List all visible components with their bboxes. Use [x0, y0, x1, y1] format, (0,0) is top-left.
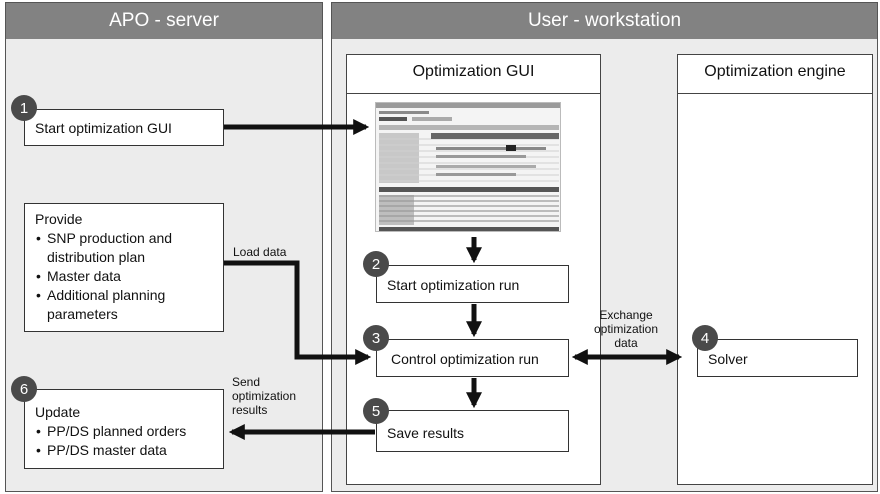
control-optimization-run-label: Control optimization run [391, 351, 539, 367]
save-results-label: Save results [387, 425, 465, 441]
update-list: PP/DS planned orders PP/DS master data [35, 422, 217, 460]
control-optimization-run-box: Control optimization run [376, 339, 569, 377]
step-badge-3: 3 [363, 325, 389, 351]
optimization-gui-title: Optimization GUI [412, 63, 535, 80]
step-badge-4: 4 [692, 325, 718, 351]
start-optimization-run-label: Start optimization run [387, 277, 520, 293]
solver-box: Solver [697, 339, 858, 377]
provide-item: SNP production and distribution plan [35, 229, 217, 267]
exchange-label-line: optimization [593, 322, 659, 336]
optimization-engine-title: Optimization engine [704, 63, 846, 80]
start-optimization-gui-label: Start optimization GUI [35, 120, 172, 136]
update-item: PP/DS master data [35, 441, 217, 460]
load-data-label: Load data [233, 245, 287, 259]
apo-server-header: APO - server [6, 3, 322, 39]
update-title: Update [35, 404, 81, 420]
step-badge-5: 5 [363, 398, 389, 424]
user-workstation-header: User - workstation [332, 3, 877, 39]
solver-label: Solver [708, 351, 748, 367]
arrow-load-data [224, 260, 372, 366]
update-box: Update PP/DS planned orders PP/DS master… [24, 389, 224, 469]
provide-list: SNP production and distribution plan Mas… [35, 229, 217, 324]
provide-box: Provide SNP production and distribution … [24, 203, 224, 332]
send-results-label: Send optimization results [232, 375, 296, 417]
exchange-label-line: data [614, 336, 638, 350]
optimization-engine-column: Optimization engine [677, 54, 873, 485]
gui-screenshot-image [376, 103, 560, 231]
send-label-line: results [232, 403, 268, 417]
column-divider [678, 93, 872, 94]
provide-item: Additional planning parameters [35, 286, 217, 324]
step-badge-6: 6 [11, 376, 37, 402]
provide-title: Provide [35, 211, 83, 227]
provide-item: Master data [35, 267, 217, 286]
start-optimization-run-box: Start optimization run [376, 265, 569, 303]
step-badge-2: 2 [363, 251, 389, 277]
start-optimization-gui-box: Start optimization GUI [24, 109, 224, 146]
send-label-line: Send [232, 375, 261, 389]
gui-screenshot-thumbnail [375, 102, 561, 232]
save-results-box: Save results [376, 410, 569, 452]
exchange-data-label: Exchange optimization data [583, 308, 669, 350]
update-item: PP/DS planned orders [35, 422, 217, 441]
step-badge-1: 1 [11, 95, 37, 121]
exchange-label-line: Exchange [599, 308, 653, 322]
send-label-line: optimization [232, 389, 297, 403]
column-divider [347, 93, 600, 94]
